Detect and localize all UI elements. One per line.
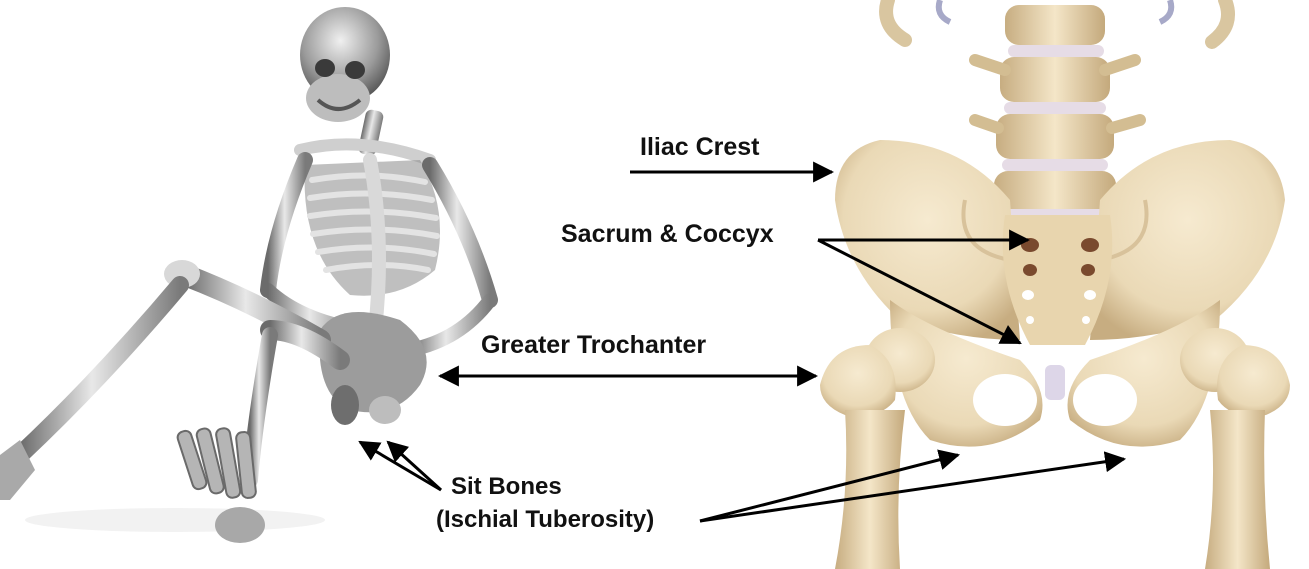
sit-bone-arrow-left-2 [388,442,441,490]
pelvis-illustration [820,0,1290,569]
sitting-skeleton-illustration [0,7,490,543]
sacrum-coccyx-label: Sacrum & Coccyx [561,220,774,249]
iliac-crest-label: Iliac Crest [640,133,760,162]
sit-bones-label: Sit Bones [451,473,562,501]
ischial-tuberosity-label: (Ischial Tuberosity) [436,506,654,534]
greater-trochanter-label: Greater Trochanter [481,331,706,360]
sit-bone-arrow-left-1 [360,442,441,490]
